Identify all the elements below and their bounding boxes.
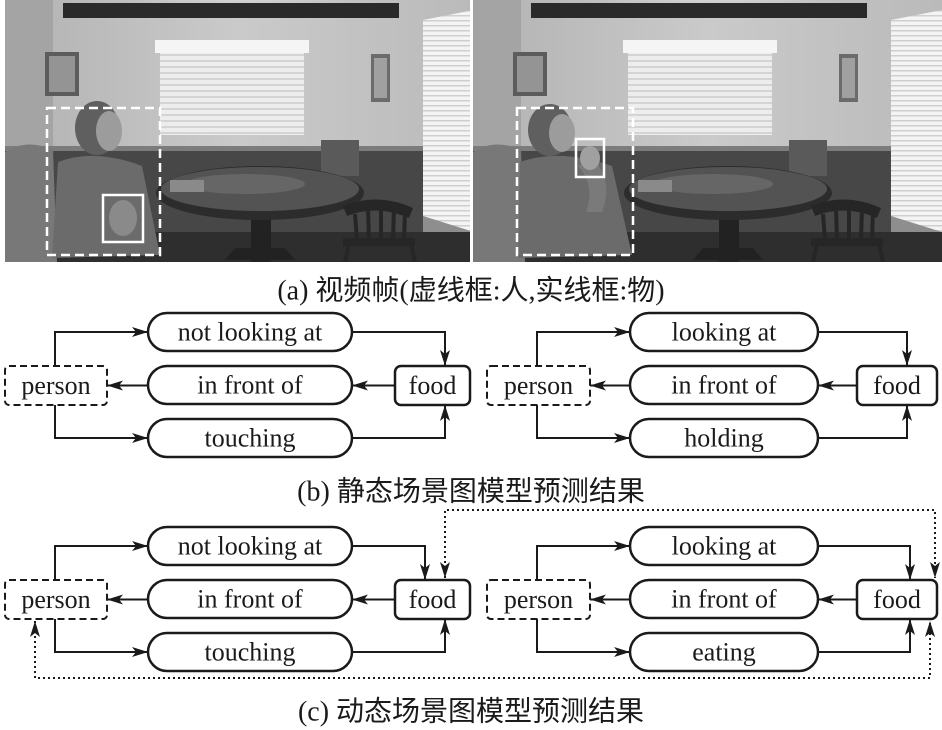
edge-subject-to-relation-2 <box>536 619 630 657</box>
subject-node-box <box>4 579 108 620</box>
edge-relation-0-to-object <box>818 545 915 580</box>
relation-node-box <box>146 364 354 406</box>
edge-subject-to-relation-2 <box>54 405 148 443</box>
relation-node-label: not looking at <box>178 318 323 347</box>
caption-panel-b: (b) 静态场景图模型预测结果 <box>297 476 645 508</box>
relation-node-box <box>628 578 820 620</box>
object-node-label: food <box>873 585 921 614</box>
video-frame-right <box>473 0 942 262</box>
subject-node-label: person <box>504 371 573 400</box>
object-node-label: food <box>409 371 457 400</box>
object-bbox <box>101 193 145 244</box>
edge-relation-0-to-object <box>818 331 912 366</box>
object-node-box <box>393 578 472 621</box>
relation-node-label: touching <box>205 638 296 667</box>
relation-node-label: not looking at <box>178 532 323 561</box>
subject-node-box <box>4 365 108 406</box>
object-node-label: food <box>409 585 457 614</box>
relation-node-label: touching <box>205 424 296 453</box>
temporal-edge-food-to-food <box>440 509 940 578</box>
person-figure <box>52 101 160 258</box>
edge-subject-to-relation-2 <box>536 405 630 443</box>
scene-graph-panel-c-0: person food not looking at in front of touch… <box>4 525 472 673</box>
object-node-box <box>855 578 939 621</box>
person-figure <box>518 104 632 258</box>
subject-node-label: person <box>504 585 573 614</box>
relation-node-box <box>146 311 354 353</box>
relation-node-label: looking at <box>672 532 777 561</box>
edge-relation-2-to-object <box>352 619 450 653</box>
relation-node-label: looking at <box>672 318 777 347</box>
edge-relation-2-to-object <box>352 405 450 439</box>
caption-panel-c: (c) 动态场景图模型预测结果 <box>298 696 644 728</box>
scene-graph-panel-b-0: person food not looking at in front of touch… <box>4 311 472 459</box>
edge-relation-0-to-object <box>352 545 430 580</box>
relation-node-box <box>628 364 820 406</box>
relation-node-box <box>146 578 354 620</box>
person-bbox <box>515 106 635 257</box>
subject-node-label: person <box>21 371 90 400</box>
relation-node-box <box>146 525 354 567</box>
edge-subject-to-relation-0 <box>54 327 148 366</box>
subject-node-label: person <box>21 585 90 614</box>
relation-node-label: holding <box>684 424 763 453</box>
relation-node-box <box>628 417 820 459</box>
object-node-box <box>855 364 939 407</box>
relation-node-label: in front of <box>671 585 777 614</box>
scene-graph-panel-b-1: person food looking at in front of holding <box>486 311 939 459</box>
temporal-edge-person-to-food <box>30 621 935 679</box>
subject-node-box <box>486 579 591 620</box>
scene-graphs: person food not looking at in front of touch… <box>4 311 939 673</box>
object-bbox <box>574 137 606 179</box>
relation-node-box <box>146 417 354 459</box>
object-node-box <box>393 364 472 407</box>
edge-relation-2-to-object <box>818 405 912 439</box>
scene-graph-panel-c-1: person food looking at in front of eating <box>486 525 939 673</box>
edge-relation-0-to-object <box>352 331 450 366</box>
subject-node-box <box>486 365 591 406</box>
person-bbox <box>45 106 162 257</box>
relation-node-label: in front of <box>671 371 777 400</box>
caption-panel-a: (a) 视频帧(虚线框:人,实线框:物) <box>277 275 664 307</box>
relation-node-label: in front of <box>197 371 303 400</box>
video-frame-left <box>5 0 470 262</box>
edge-subject-to-relation-2 <box>54 619 148 657</box>
relation-node-label: in front of <box>197 585 303 614</box>
relation-node-label: eating <box>692 638 756 667</box>
edge-subject-to-relation-0 <box>54 541 148 580</box>
edge-relation-2-to-object <box>818 619 915 653</box>
edge-subject-to-relation-0 <box>536 327 630 366</box>
object-node-label: food <box>873 371 921 400</box>
relation-node-box <box>628 311 820 353</box>
edge-subject-to-relation-0 <box>536 541 630 580</box>
